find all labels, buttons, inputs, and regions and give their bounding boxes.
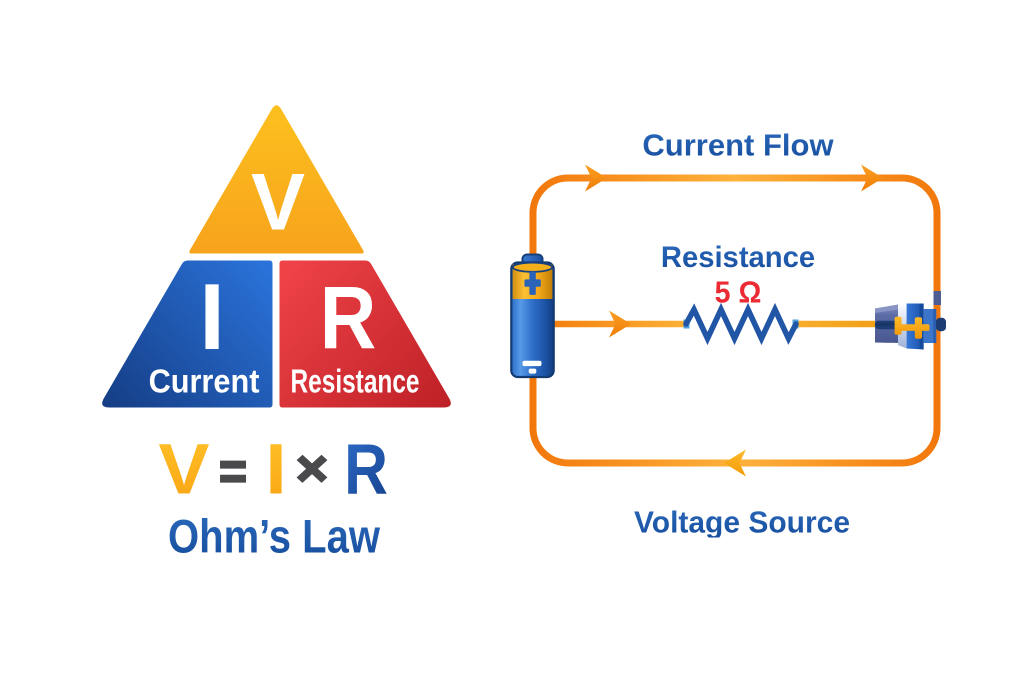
resistance-label: Resistance	[660, 241, 816, 274]
triangle-current-section	[102, 260, 273, 408]
formula-voltage-letter: V	[158, 430, 210, 510]
formula-resistance-letter: R	[344, 430, 388, 510]
plug-back-block-shade	[933, 309, 937, 343]
resistor-zigzag	[683, 302, 799, 346]
ohms-law-caption: Ohm’s Law	[168, 509, 380, 563]
battery-plus-symbol	[524, 271, 541, 295]
battery-minus-symbol	[522, 360, 542, 374]
plug-icon	[875, 291, 946, 350]
current-arrow-bottom	[724, 449, 746, 477]
formula-equals-sign: =	[218, 441, 248, 501]
formula-current-letter: I	[265, 430, 287, 510]
current-arrow-top-left	[585, 164, 607, 192]
current-flow-label: Current Flow	[642, 127, 834, 163]
triangle-resistance-label: Resistance	[290, 362, 420, 400]
current-arrow-middle	[609, 310, 631, 338]
battery-top-rim	[512, 261, 554, 273]
voltage-source-label: Voltage Source	[633, 504, 851, 540]
triangle-resistance-section	[279, 260, 451, 408]
resistor-icon	[683, 302, 799, 346]
resistance-value: 5 Ω	[714, 274, 762, 310]
plug-plus-symbols	[894, 316, 930, 339]
current-arrow-top-right	[861, 164, 883, 192]
triangle-current-label: Current	[148, 362, 260, 400]
plug-back-block	[923, 309, 937, 343]
plug-wire-sleeve	[933, 291, 941, 305]
triangle-current-letter: I	[199, 264, 225, 369]
triangle-voltage-section	[189, 105, 364, 254]
vir-triangle	[102, 105, 451, 408]
battery-icon	[510, 253, 555, 379]
plug-cable-body-highlight	[875, 304, 899, 313]
circuit-diagram	[510, 164, 946, 477]
triangle-voltage-letter: V	[250, 157, 306, 248]
plug-pin-tip	[936, 317, 946, 332]
formula-multiply-sign: ×	[295, 440, 330, 497]
triangle-resistance-letter: R	[319, 267, 377, 368]
